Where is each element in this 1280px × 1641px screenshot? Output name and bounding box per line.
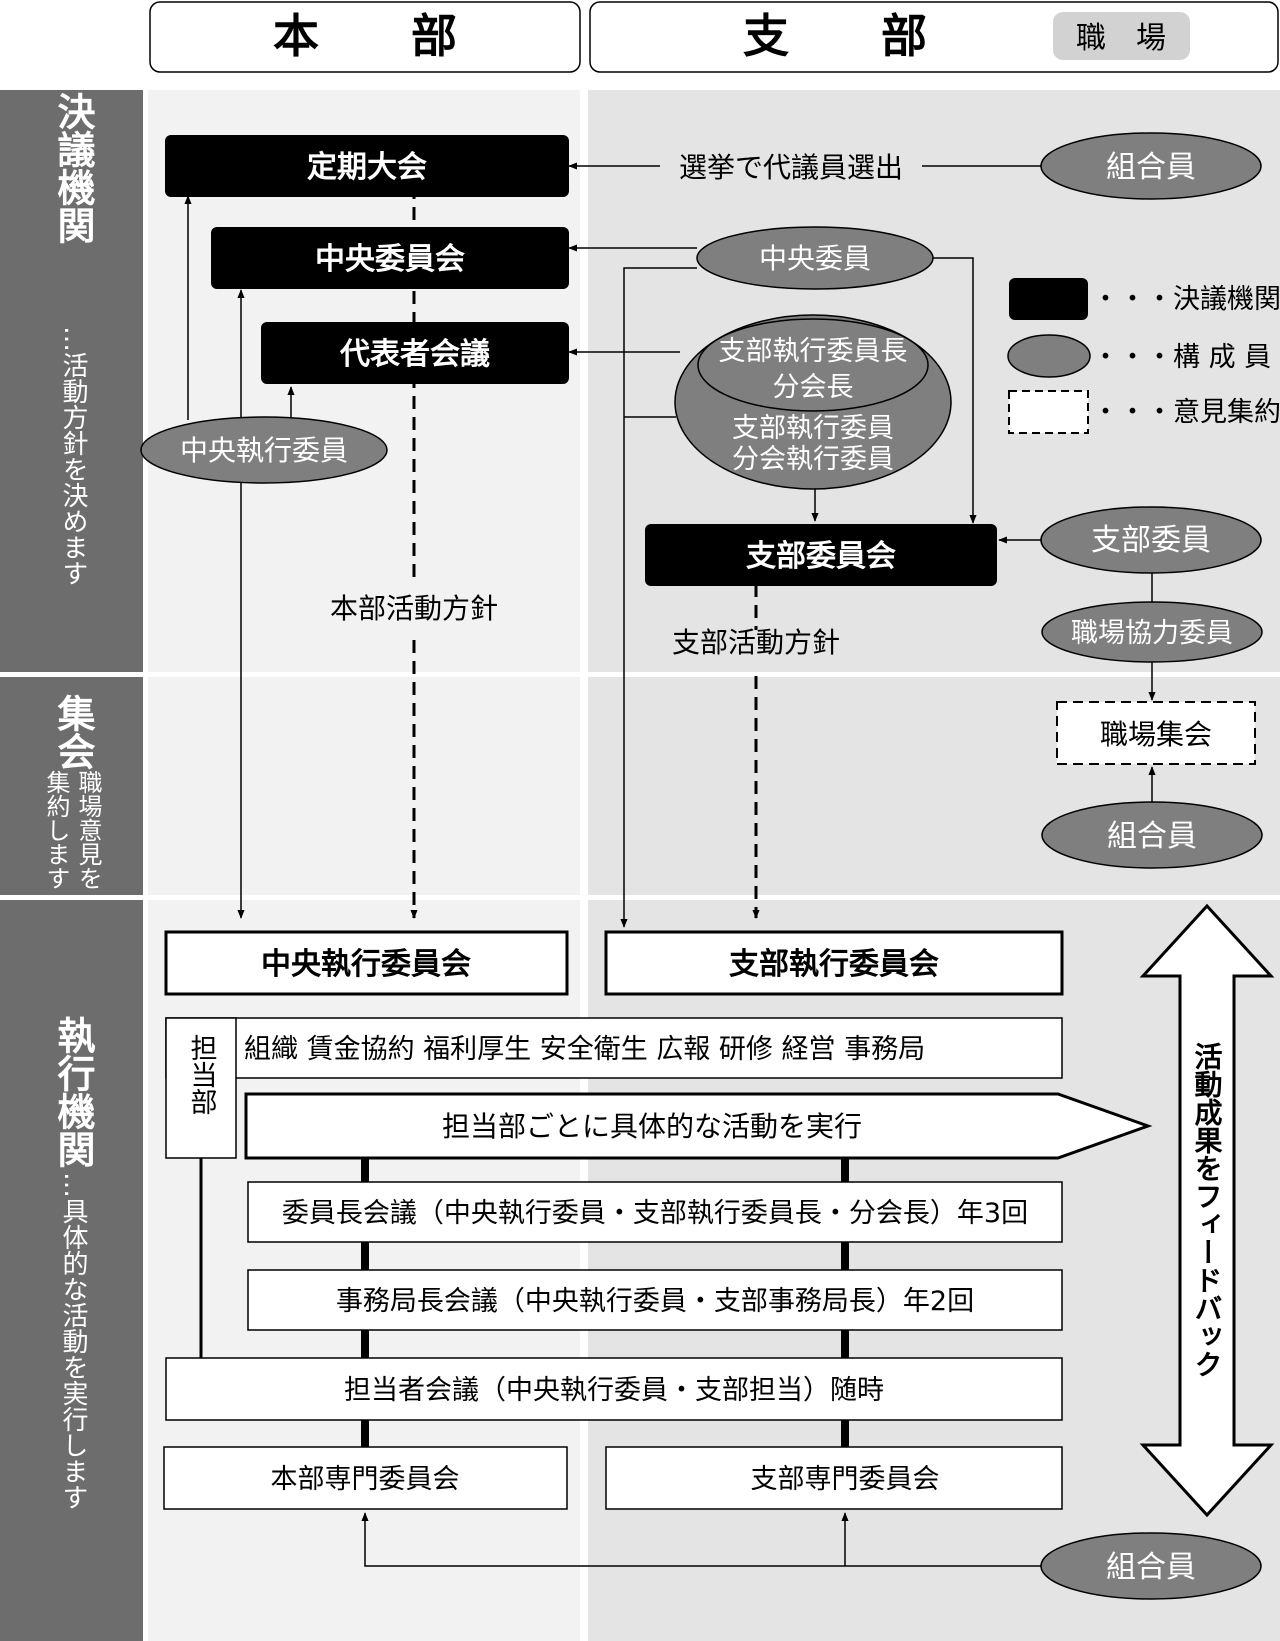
shukai-subtitle-2: 集約します (42, 770, 70, 890)
honbu-senmon-label: 本部専門委員会 (271, 1464, 460, 1495)
shibu-senmon-label: 支部専門委員会 (751, 1464, 940, 1495)
shibu-header-label: 支 部 (743, 9, 927, 63)
teiki-taikai-label: 定期大会 (307, 150, 427, 185)
jimukyokucho-kaigi-label: 事務局長会議（中央執行委員・支部事務局長）年2回 (336, 1286, 974, 1317)
tanto-bu-list: 組織 賃金協約 福利厚生 安全衛生 広報 研修 経営 事務局 (244, 1034, 925, 1065)
kumiaiin-ellipse-middle (1041, 801, 1263, 869)
ketsugi-subtitle: …活動方針を決めます (58, 326, 88, 586)
shibu-outer-line1: 支部執行委員 (732, 413, 894, 444)
shokuba-kyoryoku-iin-label: 職場協力委員 (1071, 618, 1233, 649)
chuo-shikko-iinkai-label: 中央執行委員会 (261, 947, 471, 982)
shikko-subtitle: …具体的な活動を実行します (58, 1172, 88, 1510)
chuo-shikko-iinkai-box (164, 930, 569, 996)
tanto-bu-label-box (165, 1017, 237, 1159)
feedback-label: 活動成果をフィードバック (1191, 1042, 1224, 1378)
shukai-subtitle-1: 職場意見を (74, 770, 102, 890)
tanto-bu-action-label: 担当部ごとに具体的な活動を実行 (442, 1110, 862, 1143)
shokuba-badge (1053, 12, 1190, 60)
chuo-shikko-iin-label: 中央執行委員 (180, 434, 348, 467)
tanto-bu-action-arrow (244, 1092, 1153, 1160)
iincho-kaigi-label: 委員長会議（中央執行委員・支部執行委員長・分会長）年3回 (282, 1198, 1028, 1229)
shibu-iinkai-label: 支部委員会 (746, 539, 896, 574)
daihyosha-kaigi-label: 代表者会議 (339, 337, 490, 372)
shokuba-badge-label: 職 場 (1076, 21, 1166, 56)
tanto-bu-label: 担当部 (186, 1034, 218, 1115)
ketsugi-title: 決議機関 (51, 92, 95, 244)
senkyo-label: 選挙で代議員選出 (679, 151, 903, 184)
honbu-hoshin-label: 本部活動方針 (330, 592, 498, 625)
shibu-iin-label: 支部委員 (1091, 523, 1211, 558)
shukai-title: 集会 (51, 694, 96, 770)
shibu-shikko-inner-ellipse (697, 318, 929, 412)
chuo-iinkai-label: 中央委員会 (315, 242, 465, 277)
shibu-shikko-iinkai-box (604, 930, 1064, 996)
legend-ellipse-swatch (1007, 334, 1091, 378)
shibu-shikko-iinkai-label: 支部執行委員会 (729, 947, 939, 982)
shibu-inner-line1: 支部執行委員長 (719, 336, 908, 367)
shibu-iinkai-box (645, 524, 997, 586)
iincho-kaigi-box (247, 1181, 1063, 1243)
legend-koseiin-label: ・・・構 成 員 (1092, 342, 1271, 373)
legend-black-swatch (1009, 278, 1088, 320)
shibu-hoshin-label: 支部活動方針 (672, 626, 840, 659)
legend-iken-label: ・・・意見集約 (1092, 397, 1280, 428)
legend-ketsugi-label: ・・・決議機関 (1092, 284, 1280, 315)
tantosha-kaigi-box (165, 1357, 1063, 1421)
kumiaiin-ellipse-bottom (1040, 1532, 1262, 1600)
shibu-outer-line2: 分会執行委員 (732, 444, 894, 475)
kumiaiin-bottom-label: 組合員 (1106, 1550, 1196, 1585)
honbu-senmon-box (163, 1446, 568, 1510)
chuo-iinkai-box (211, 227, 569, 289)
band-shikko (0, 900, 143, 1641)
teiki-taikai-box (165, 135, 569, 197)
chuo-shikko-iin-ellipse (140, 416, 388, 484)
feedback-double-arrow (1139, 903, 1275, 1518)
band-shukai (0, 677, 143, 895)
shokuba-shukai-box (1056, 701, 1256, 765)
shibu-inner-line2: 分会長 (773, 372, 854, 403)
jimukyokucho-kaigi-box (247, 1269, 1063, 1331)
daihyosha-kaigi-box (261, 322, 569, 384)
shokuba-shukai-label: 職場集会 (1100, 718, 1212, 751)
kumiaiin-middle-label: 組合員 (1107, 819, 1197, 854)
honbu-header (149, 1, 581, 73)
legend-dashed-swatch (1008, 390, 1089, 434)
kumiaiin-top-label: 組合員 (1106, 150, 1196, 185)
band-ketsugi (0, 90, 143, 672)
chuo-iin-ellipse (696, 226, 934, 290)
tanto-bu-list-box (165, 1017, 1063, 1079)
shokuba-kyoryoku-iin-ellipse (1041, 601, 1263, 663)
kumiaiin-ellipse-top (1040, 132, 1262, 200)
chuo-iin-label: 中央委員 (759, 242, 871, 275)
shibu-senmon-box (605, 1446, 1063, 1510)
tantosha-kaigi-label: 担当者会議（中央執行委員・支部担当）随時 (344, 1375, 884, 1406)
shibu-iin-ellipse (1040, 506, 1262, 574)
shikko-title: 執行機関 (51, 1016, 95, 1168)
honbu-header-label: 本 部 (273, 9, 457, 63)
